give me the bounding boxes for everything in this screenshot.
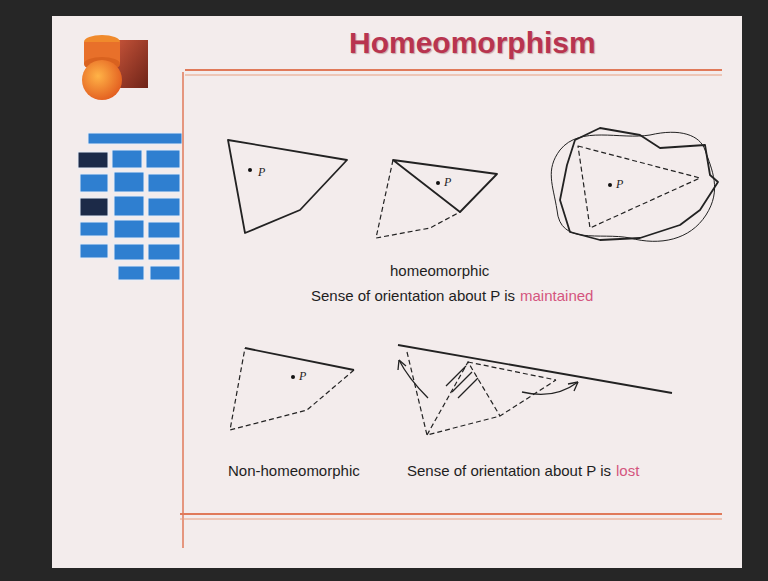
polygon-edge xyxy=(578,146,700,228)
caption-line: Sense of orientation about P is maintaine… xyxy=(311,287,593,304)
polygon-region: P xyxy=(220,132,355,240)
point-label: P xyxy=(299,370,439,382)
reflected-shape xyxy=(398,345,672,435)
polygon-edge xyxy=(376,160,460,238)
caption-line: homeomorphic xyxy=(390,262,489,279)
highlight-word: maintained xyxy=(520,287,593,304)
point-label: P xyxy=(258,166,393,178)
polygon-edge xyxy=(560,128,718,240)
polygon-outline xyxy=(222,340,362,438)
polygon-edge xyxy=(245,348,354,370)
polygon-region: P xyxy=(550,118,725,250)
polygon-edge xyxy=(230,348,354,430)
point-label: P xyxy=(616,178,768,190)
point-dot xyxy=(248,168,252,172)
polygon-outline xyxy=(550,118,725,250)
caption-text: Sense of orientation about P is xyxy=(311,287,515,304)
point-dot xyxy=(608,183,612,187)
highlight-word: lost xyxy=(616,462,639,479)
polygon-edge xyxy=(551,132,714,241)
caption-line: Sense of orientation about P is lost xyxy=(407,462,639,479)
caption-text: Sense of orientation about P is xyxy=(407,462,611,479)
polygon-region: P xyxy=(222,340,362,438)
caption-line: Non-homeomorphic xyxy=(228,462,360,479)
point-dot xyxy=(291,375,295,379)
point-dot xyxy=(436,181,440,185)
caption-text: homeomorphic xyxy=(390,262,489,279)
caption-text: Non-homeomorphic xyxy=(228,462,360,479)
frame-lines xyxy=(180,70,722,548)
logo-icon xyxy=(82,35,148,100)
logo-tree xyxy=(78,133,182,280)
polygon-region: P xyxy=(370,152,505,244)
polygon-outline xyxy=(220,132,355,240)
point-label: P xyxy=(444,176,579,188)
slide-title: Homeomorphism xyxy=(349,26,596,60)
polygon-edge xyxy=(228,140,347,233)
polygon-outline xyxy=(370,152,505,244)
